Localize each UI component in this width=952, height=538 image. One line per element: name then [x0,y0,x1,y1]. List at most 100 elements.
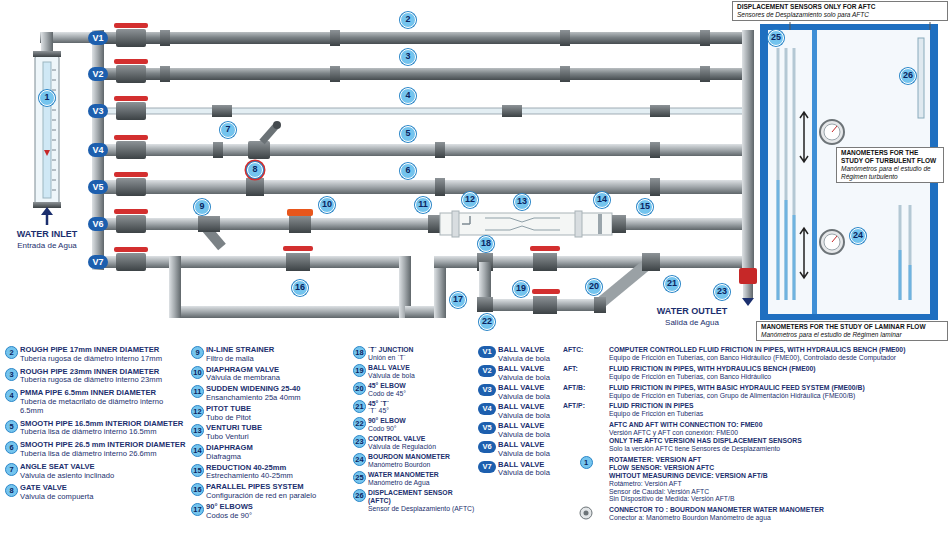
flow-label: Salida de Agua [665,318,719,328]
key-text: Sin Dispositivo de Medida: Versión AFT/B [609,495,949,503]
callout-number: 25 [353,471,366,484]
key-row: 8GATE VALVEVálvula de compuerta [3,484,187,502]
key-row: 12PITOT TUBETubo de Pitot [189,405,349,423]
valve-tag: V7 [88,255,108,269]
callout-number: 14 [191,444,204,457]
key-text-block: BOURDON MANOMETERManómetro Bourdon [368,453,475,469]
key-row: 23CONTROL VALVEVálvula de Regulación [351,435,475,451]
note-text: MANOMETERS FOR THE STUDY OF LAMINAR FLOW [761,323,943,331]
key-code-cell: 23 [351,435,368,448]
key-code-cell: 21 [351,400,368,413]
key-code-cell: V3 [476,384,498,396]
valve-tag: V4 [88,143,108,157]
key-text-block: DISPLACEMENT SENSOR (AFTC)Sensor de Desp… [368,489,475,513]
key-text-block: BALL VALVEVálvula de bola [498,365,562,383]
key-text: PMMA PIPE 6.5mm INNER DIAMETER [20,389,187,398]
key-row: 9IN-LINE STRAINERFiltro de malla [189,346,349,364]
key-text: CONTROL VALVE [368,435,475,443]
note-text: DISPLACEMENT SENSORS ONLY FOR AFTC [737,3,943,11]
key-code-cell: 9 [189,346,206,359]
callout-number: 22 [353,417,366,430]
pipe-fittings [198,121,626,247]
key-text-block: ROUGH PIPE 17mm INNER DIAMETERTubería ru… [20,346,187,364]
key-code-cell: AFT/P: [563,402,609,410]
callout-number: 5 [400,126,416,142]
key-code-cell: 26 [351,489,368,502]
key-code-cell: 22 [351,417,368,430]
key-text-block: SUDDEN WIDENING 25-40Ensanchamiento 25a … [206,385,349,403]
key-text: PARALLEL PIPES SYSTEM [206,483,349,492]
key-text: IN-LINE STRAINER [206,346,349,355]
key-row: 6SMOOTH PIPE 26.5 mm INTERIOR DIAMETERTu… [3,441,187,459]
callout-number: 9 [191,346,204,359]
key-column: AFTC:COMPUTER CONTROLLED FLUID FRICTION … [563,346,949,525]
connector-icon-ring [580,507,592,519]
key-text: Tubería rugosa de diámetro interno 23mm [20,376,187,385]
key-text: Tubería lisa de diámetro interno 16.5mm [20,428,187,437]
callout-number: 11 [415,197,431,213]
key-text: Válvula de bola [368,372,475,380]
valve-tag: V3 [88,104,108,118]
callout-number: 6 [5,441,18,454]
key-row: 24BOURDON MANOMETERManómetro Bourdon [351,453,475,469]
key-text-block: VENTURI TUBETubo Venturi [206,424,349,442]
key-text-block: 45° ELBOWCodo de 45° [368,382,475,398]
key-code-cell: V7 [476,461,498,473]
key-text: Válvula de Regulación [368,443,475,451]
key-text: Tubería lisa de diámetro interno 26.6mm [20,450,187,459]
key-row: 25WATER MANOMETERManómetro de Agua [351,471,475,487]
key-row: 1790° ELBOWSCodos de 90° [189,503,349,521]
key-row: 2ROUGH PIPE 17mm INNER DIAMETERTubería r… [3,346,187,364]
callout-number: 21 [664,276,680,292]
valve-tag: V1 [478,346,496,358]
key-row: 5SMOOTH PIPE 16.5mm INTERIOR DIAMETERTub… [3,420,187,438]
valve-tag: V1 [88,31,108,45]
callout-number: 4 [5,389,18,402]
callout-number: 2 [400,12,416,28]
key-text: BALL VALVE [498,422,562,431]
callout-number: 13 [514,194,530,210]
key-text: DISPLACEMENT SENSOR (AFTC) [368,489,475,505]
key-text: DIAPHRAGM VALVE [206,366,349,375]
key-text: Estrechamiento 40-25mm [206,472,349,481]
note-text: MANOMETERS FOR THE STUDY OF TURBULENT FL… [841,149,939,165]
key-text: Válvula de bola [498,393,562,402]
key-text-block: WATER MANOMETERManómetro de Agua [368,471,475,487]
callout-number: 12 [191,405,204,418]
callout-number: 13 [191,424,204,437]
version-code: AFTC: [563,346,583,354]
key-row: AFTC AND AFT WITH CONNECTION TO: FME00Ve… [563,421,949,453]
key-text: 45° `T´ [368,400,475,408]
key-row: 16PARALLEL PIPES SYSTEMConfiguración de … [189,483,349,501]
key-text-block: SMOOTH PIPE 26.5 mm INTERIOR DIAMETERTub… [20,441,187,459]
valve-tag: V4 [478,403,496,415]
callout-number: 25 [768,30,784,46]
note-box: DISPLACEMENT SENSORS ONLY FOR AFTCSensor… [732,1,948,21]
key-text: BALL VALVE [498,365,562,374]
callout-number: 23 [353,435,366,448]
key-text: SMOOTH PIPE 26.5 mm INTERIOR DIAMETER [20,441,187,450]
callout-number: 18 [353,346,366,359]
key-text: Válvula de asiento inclinado [20,472,187,481]
callout-number: 24 [353,453,366,466]
key-text: FLUID FRICTION IN PIPES, WITH HYDRAULICS… [609,365,949,373]
key-text-block: BALL VALVEVálvula de bola [498,461,562,479]
key-code-cell: 20 [351,382,368,395]
key-text: FLUID FRICTION IN PIPES, WITH BASIC HYDR… [609,384,949,392]
key-code-cell: AFT/B: [563,384,609,392]
key-text: Unión en `T´ [368,354,475,362]
key-text: ONLY THE AFTC VERSION HAS DISPLACEMENT S… [609,437,949,445]
key-row: AFT/B:FLUID FRICTION IN PIPES, WITH BASI… [563,384,949,400]
key-text: BALL VALVE [498,346,562,355]
key-text: Filtro de malla [206,355,349,364]
callout-number: 26 [900,68,916,84]
callout-number: 19 [353,364,366,377]
note-box: MANOMETERS FOR THE STUDY OF TURBULENT FL… [836,147,944,183]
key-code-cell: 19 [351,364,368,377]
callout-number: 23 [714,284,730,300]
callout-number: 18 [478,236,494,252]
key-text: DIAPHRAGM [206,444,349,453]
key-text: VENTURI TUBE [206,424,349,433]
key-code-cell: AFT: [563,365,609,373]
key-text: Válvula de bola [498,450,562,459]
